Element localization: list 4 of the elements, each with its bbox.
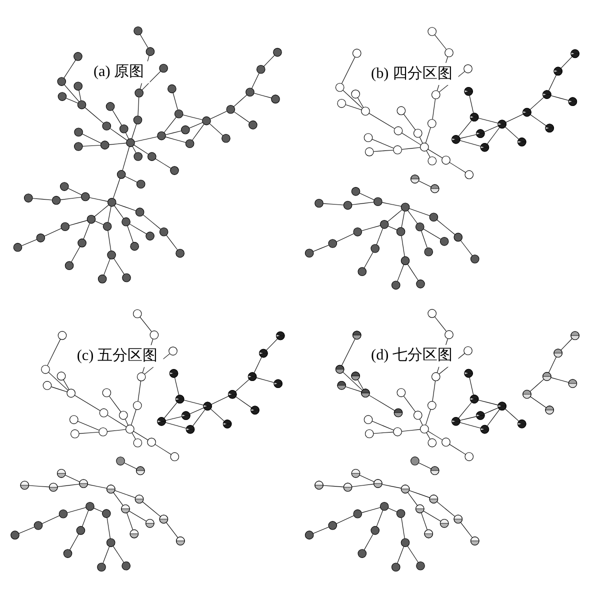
label: (d) 七分区图 xyxy=(371,346,453,364)
label: (a) 原图 xyxy=(94,63,144,80)
label: (c) 五分区图 xyxy=(76,346,158,364)
label: (b) 四分区图 xyxy=(371,64,453,82)
